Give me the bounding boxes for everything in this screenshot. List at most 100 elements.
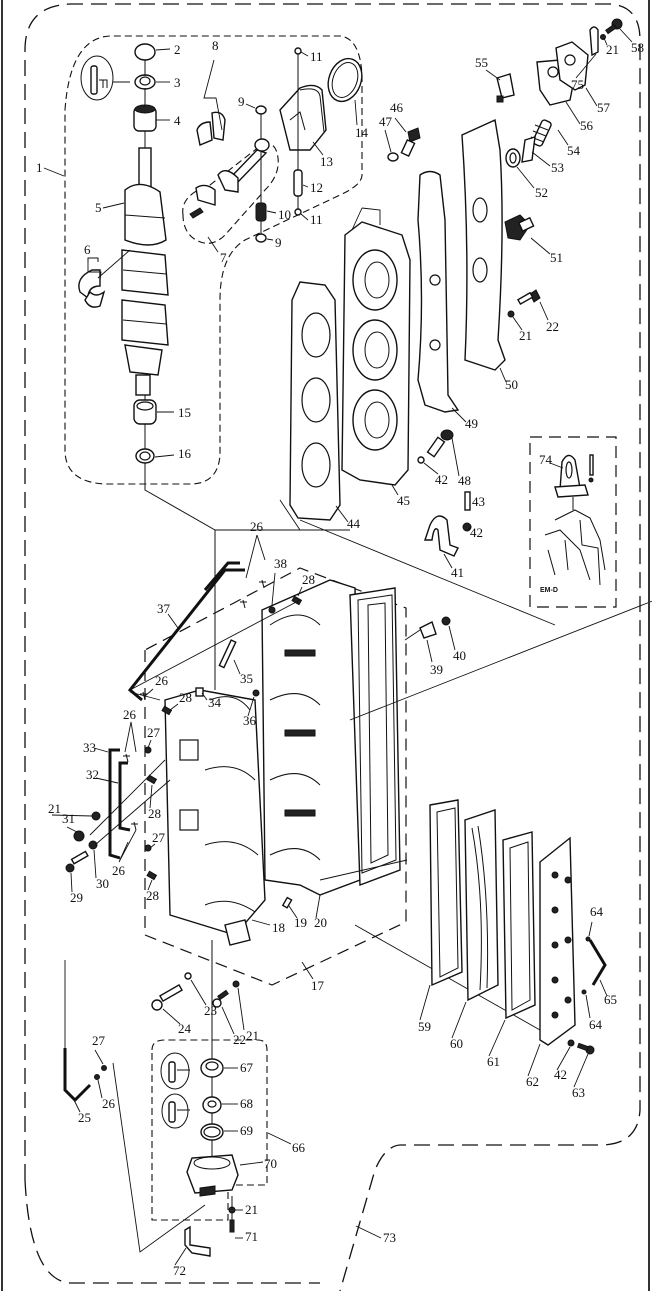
hose-33 <box>108 748 121 860</box>
group-boundary-73 <box>24 3 641 1292</box>
cylinder-block <box>261 579 361 896</box>
callout-label-61: 61 <box>487 1054 500 1069</box>
hose-37 <box>127 568 245 702</box>
callout-leader-28 <box>169 703 179 711</box>
fitting-28-mid <box>161 705 173 716</box>
callout-label-70: 70 <box>264 1156 277 1171</box>
pin-36 <box>252 689 260 697</box>
washer-23 <box>184 972 192 980</box>
callout-leader-9 <box>266 238 274 241</box>
callout-label-63: 63 <box>572 1085 585 1100</box>
callout-leader-21 <box>237 987 245 1031</box>
callout-label-39: 39 <box>430 662 443 677</box>
callout-label-17: 17 <box>311 978 325 993</box>
piston-pin-12 <box>293 169 303 197</box>
callout-label-28: 28 <box>302 572 315 587</box>
callout-bracket-leader <box>147 739 152 749</box>
callout-label-49: 49 <box>465 416 478 431</box>
callout-label-52: 52 <box>535 185 548 200</box>
callout-label-20: 20 <box>314 915 327 930</box>
group-boundary-1 <box>64 35 363 485</box>
callout-leader-21 <box>51 814 93 817</box>
callout-leader-54 <box>557 129 569 146</box>
callout-label-4: 4 <box>174 113 181 128</box>
callout-leader-49 <box>451 407 467 423</box>
callout-leader-29 <box>70 872 73 893</box>
callout-leader-64 <box>588 921 593 937</box>
callout-label-68: 68 <box>240 1096 253 1111</box>
callout-label-65: 65 <box>604 992 617 1007</box>
callout-label-51: 51 <box>550 250 563 265</box>
callout-label-54: 54 <box>567 143 581 158</box>
callout-label-24: 24 <box>178 1021 192 1036</box>
callout-label-14: 14 <box>355 125 369 140</box>
bolt-43 <box>464 491 471 511</box>
seal-67 <box>200 1058 224 1078</box>
crankshaft-axis-line <box>144 60 216 690</box>
inset-box <box>529 436 617 608</box>
callout-label-21: 21 <box>245 1202 258 1217</box>
clip-11-bottom <box>294 208 302 216</box>
callout-label-28: 28 <box>146 888 159 903</box>
callout-leader-25 <box>73 1099 81 1113</box>
hose-32 <box>118 761 131 832</box>
callout-leader-63 <box>573 1053 589 1088</box>
bolt-22-top <box>516 289 541 306</box>
clip-26-bottom <box>94 1074 100 1080</box>
callout-leader-27 <box>94 1049 104 1065</box>
bolt-46 <box>400 127 421 157</box>
callout-label-38: 38 <box>274 556 287 571</box>
callout-label-8: 8 <box>212 38 219 53</box>
washer-30 <box>88 840 98 850</box>
callout-label-7: 7 <box>220 250 227 265</box>
callout-leader-19 <box>288 905 298 919</box>
bearing-3 <box>134 74 156 90</box>
thermostat-53 <box>521 136 536 163</box>
bolt-22-bottom <box>212 989 229 1008</box>
callout-bracket-leader <box>245 534 266 579</box>
drain-hose-25 <box>63 1048 92 1103</box>
callout-label-41: 41 <box>451 565 464 580</box>
callout-label-55: 55 <box>475 55 488 70</box>
callout-leader-61 <box>488 1019 506 1057</box>
callout-leader-24 <box>162 1008 181 1025</box>
washer-9-bottom <box>255 233 267 243</box>
callout-leader-12 <box>302 184 309 188</box>
callout-label-10: 10 <box>278 207 291 222</box>
callout-leader-73 <box>355 1225 382 1239</box>
callout-label-21: 21 <box>48 801 61 816</box>
callout-label-67: 67 <box>240 1060 254 1075</box>
bolt-63 <box>576 1042 595 1055</box>
callout-label-13: 13 <box>320 154 333 169</box>
callout-label-66: 66 <box>292 1140 306 1155</box>
callout-leader-21 <box>603 37 608 46</box>
callout-label-42: 42 <box>435 472 448 487</box>
bolt-24 <box>151 983 183 1011</box>
callout-label-42: 42 <box>470 525 483 540</box>
callout-label-25: 25 <box>78 1110 91 1125</box>
callout-label-62: 62 <box>526 1074 539 1089</box>
clip-26-b <box>240 599 247 609</box>
callout-label-64: 64 <box>589 1017 603 1032</box>
callout-leader-28 <box>147 879 153 891</box>
callout-label-47: 47 <box>379 114 393 129</box>
washer-47 <box>387 152 399 162</box>
callout-leader-42 <box>467 526 472 531</box>
callout-bracket-leader <box>87 262 102 281</box>
callout-label-28: 28 <box>179 690 192 705</box>
callout-leader-66 <box>267 1132 292 1145</box>
hose-37-upper <box>203 561 240 591</box>
callout-label-44: 44 <box>347 516 361 531</box>
callout-leader-22 <box>221 1006 235 1035</box>
clip-64-bottom <box>581 989 587 995</box>
cover-57 <box>555 41 589 91</box>
callout-label-35: 35 <box>240 671 253 686</box>
callout-leader-9 <box>245 103 256 109</box>
eye-bracket-75 <box>589 26 599 57</box>
callout-label-27: 27 <box>152 830 166 845</box>
callout-label-26: 26 <box>102 1096 116 1111</box>
callout-leader-42 <box>423 462 439 475</box>
callout-leader-52 <box>516 166 535 189</box>
o-ring-69 <box>200 1123 224 1141</box>
bearing-68 <box>202 1096 222 1114</box>
